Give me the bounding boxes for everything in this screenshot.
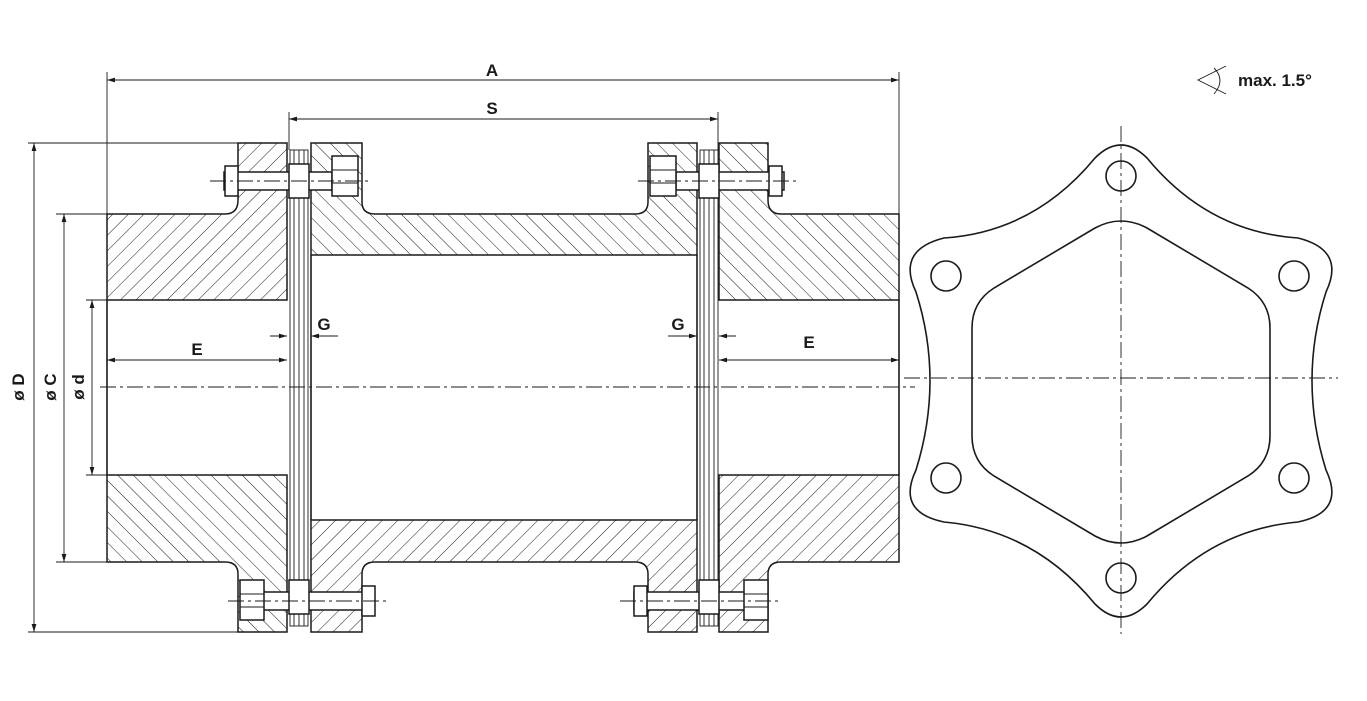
dim-label-G-right: G	[671, 315, 684, 334]
section-view	[100, 142, 915, 633]
bolt-hole-bottom-right	[1278, 462, 1310, 494]
bolt-hole-top-left	[930, 260, 962, 292]
disc-pack-right	[699, 149, 719, 627]
dim-label-d: ø d	[69, 374, 88, 400]
bolt-top-left	[223, 155, 359, 199]
bolt-hole-bottom-left	[930, 462, 962, 494]
left-hub-top	[106, 142, 288, 301]
spacer-top	[310, 142, 698, 256]
dim-label-E-left: E	[191, 340, 202, 359]
angle-label: max. 1.5°	[1238, 71, 1312, 90]
right-hub-top	[718, 142, 900, 301]
disc-pack-left	[289, 149, 309, 627]
bolt-hole-top-right	[1278, 260, 1310, 292]
angle-symbol-icon	[1196, 65, 1227, 95]
dim-label-E-right: E	[803, 333, 814, 352]
spacer-bottom	[310, 519, 698, 633]
dim-label-C: ø C	[41, 373, 60, 400]
dimensions: A S E E G G ø D ø C ø d	[9, 61, 900, 633]
end-view	[904, 126, 1338, 634]
hexagonal-bore	[971, 220, 1271, 544]
dim-label-S: S	[486, 99, 497, 118]
dim-label-G-left: G	[317, 315, 330, 334]
flange-outline	[909, 144, 1333, 618]
dim-label-D: ø D	[9, 373, 28, 400]
angular-misalignment-note: max. 1.5°	[1196, 65, 1312, 95]
dim-label-A: A	[486, 61, 498, 80]
